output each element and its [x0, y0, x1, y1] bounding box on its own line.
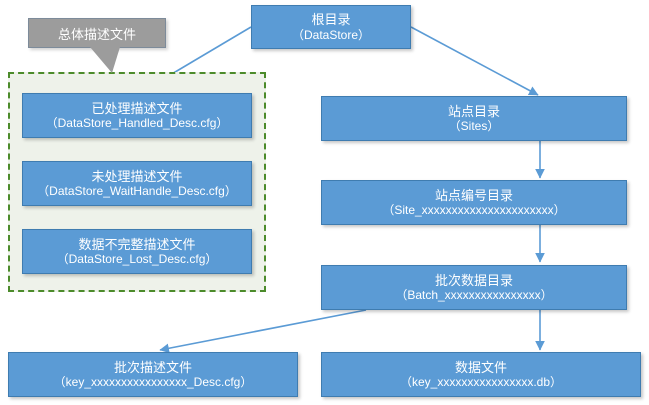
node-data-file[interactable]: 数据文件 （key_xxxxxxxxxxxxxxxx.db）: [321, 352, 641, 397]
node-handled-desc-line1: 已处理描述文件: [91, 100, 183, 116]
node-lost-desc-line2: （DataStore_Lost_Desc.cfg）: [56, 252, 218, 267]
overall-desc-callout-label: 总体描述文件: [57, 26, 136, 42]
node-sites-line2: （Sites）: [448, 119, 500, 134]
node-wait-desc-line2: （DataStore_WaitHandle_Desc.cfg）: [37, 184, 237, 199]
node-site-id-line1: 站点编号目录: [434, 187, 513, 203]
node-batch-line2: （Batch_xxxxxxxxxxxxxxxx）: [395, 288, 553, 303]
node-handled-desc[interactable]: 已处理描述文件 （DataStore_Handled_Desc.cfg）: [22, 93, 252, 138]
callout-tail-icon: [90, 47, 120, 73]
edge-root-to-sites: [410, 26, 539, 96]
node-lost-desc-line1: 数据不完整描述文件: [78, 236, 196, 252]
node-root-line2: （DataStore）: [291, 27, 371, 42]
node-batch-desc-line2: （key_xxxxxxxxxxxxxxxx_Desc.cfg）: [53, 375, 253, 390]
edge-batch-to-batch-desc: [159, 309, 367, 354]
node-wait-desc-line1: 未处理描述文件: [91, 168, 183, 184]
node-root-line1: 根目录: [311, 12, 351, 28]
node-batch-line1: 批次数据目录: [434, 272, 513, 288]
node-site-id-line2: （Site_xxxxxxxxxxxxxxxxxxxxxx）: [382, 203, 566, 218]
node-root[interactable]: 根目录 （DataStore）: [251, 5, 411, 49]
node-data-file-line2: （key_xxxxxxxxxxxxxxxx.db）: [399, 375, 563, 390]
node-batch[interactable]: 批次数据目录 （Batch_xxxxxxxxxxxxxxxx）: [321, 265, 627, 310]
node-data-file-line1: 数据文件: [454, 359, 507, 375]
node-wait-desc[interactable]: 未处理描述文件 （DataStore_WaitHandle_Desc.cfg）: [22, 161, 252, 206]
node-batch-desc-line1: 批次描述文件: [113, 359, 192, 375]
node-sites[interactable]: 站点目录 （Sites）: [321, 96, 627, 141]
overall-desc-callout: 总体描述文件: [28, 18, 166, 48]
node-lost-desc[interactable]: 数据不完整描述文件 （DataStore_Lost_Desc.cfg）: [22, 229, 252, 274]
node-batch-desc[interactable]: 批次描述文件 （key_xxxxxxxxxxxxxxxx_Desc.cfg）: [8, 352, 298, 397]
node-site-id[interactable]: 站点编号目录 （Site_xxxxxxxxxxxxxxxxxxxxxx）: [321, 180, 627, 225]
node-handled-desc-line2: （DataStore_Handled_Desc.cfg）: [45, 116, 229, 131]
node-sites-line1: 站点目录: [447, 103, 500, 119]
